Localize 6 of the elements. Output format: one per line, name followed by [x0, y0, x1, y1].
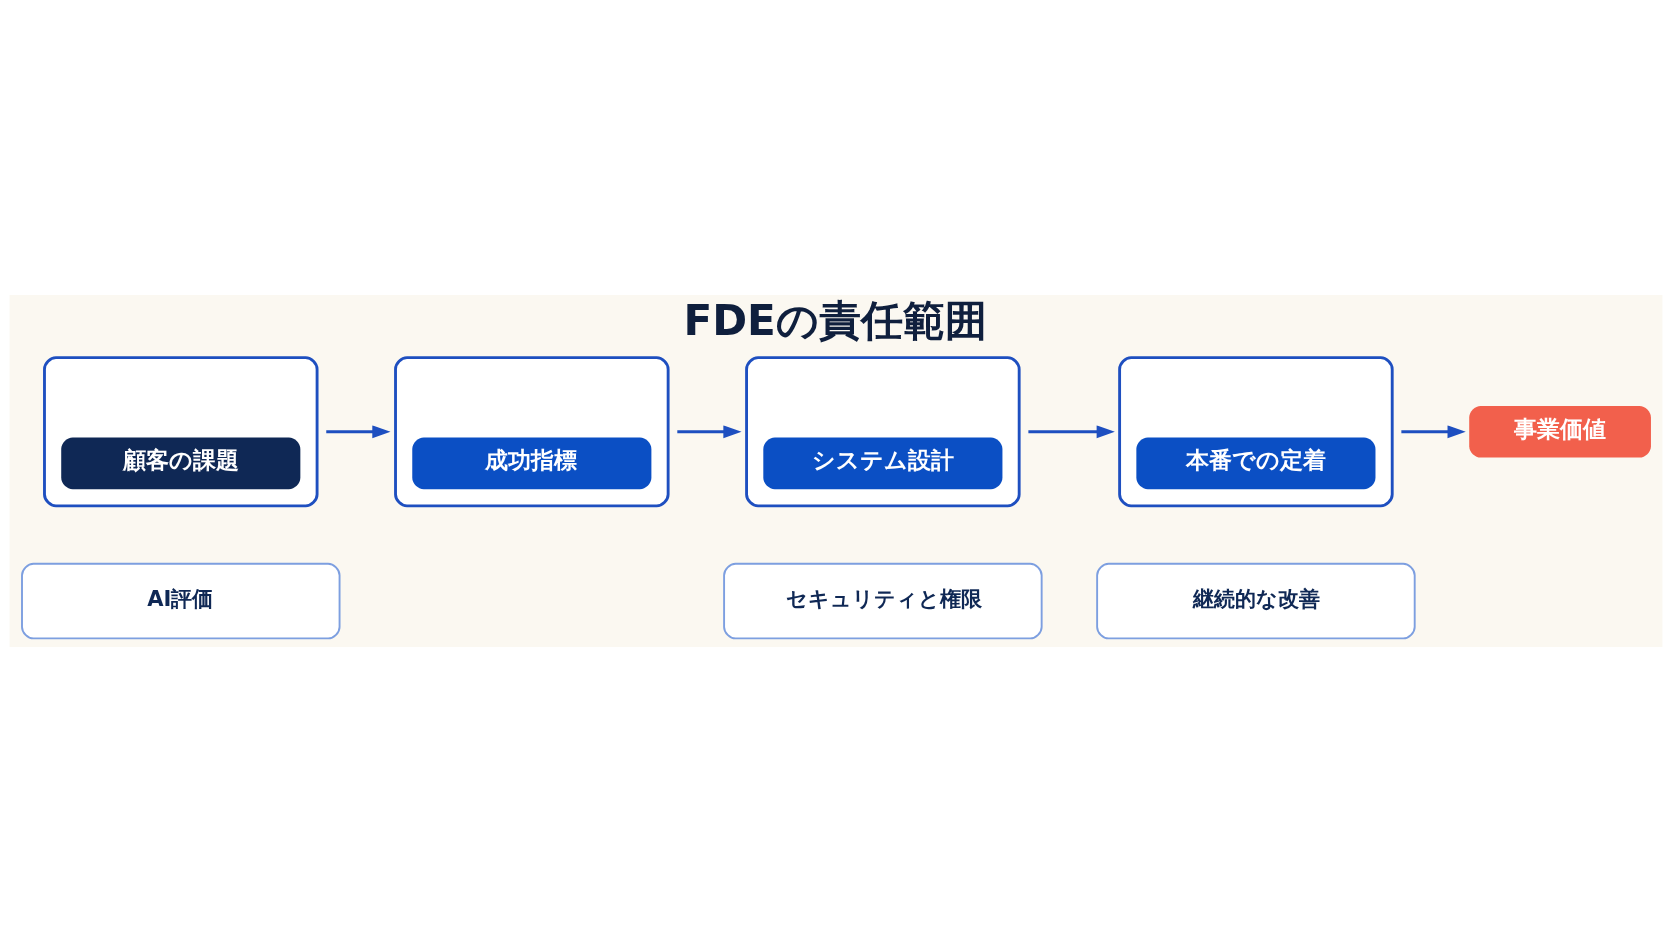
arrow: [326, 424, 391, 438]
node-box: 事業価値: [1469, 405, 1651, 458]
diagram-title: FDEの責任範囲: [683, 295, 987, 345]
arrow: [1401, 424, 1466, 438]
arrow: [1028, 424, 1115, 438]
arrow: [677, 424, 742, 438]
